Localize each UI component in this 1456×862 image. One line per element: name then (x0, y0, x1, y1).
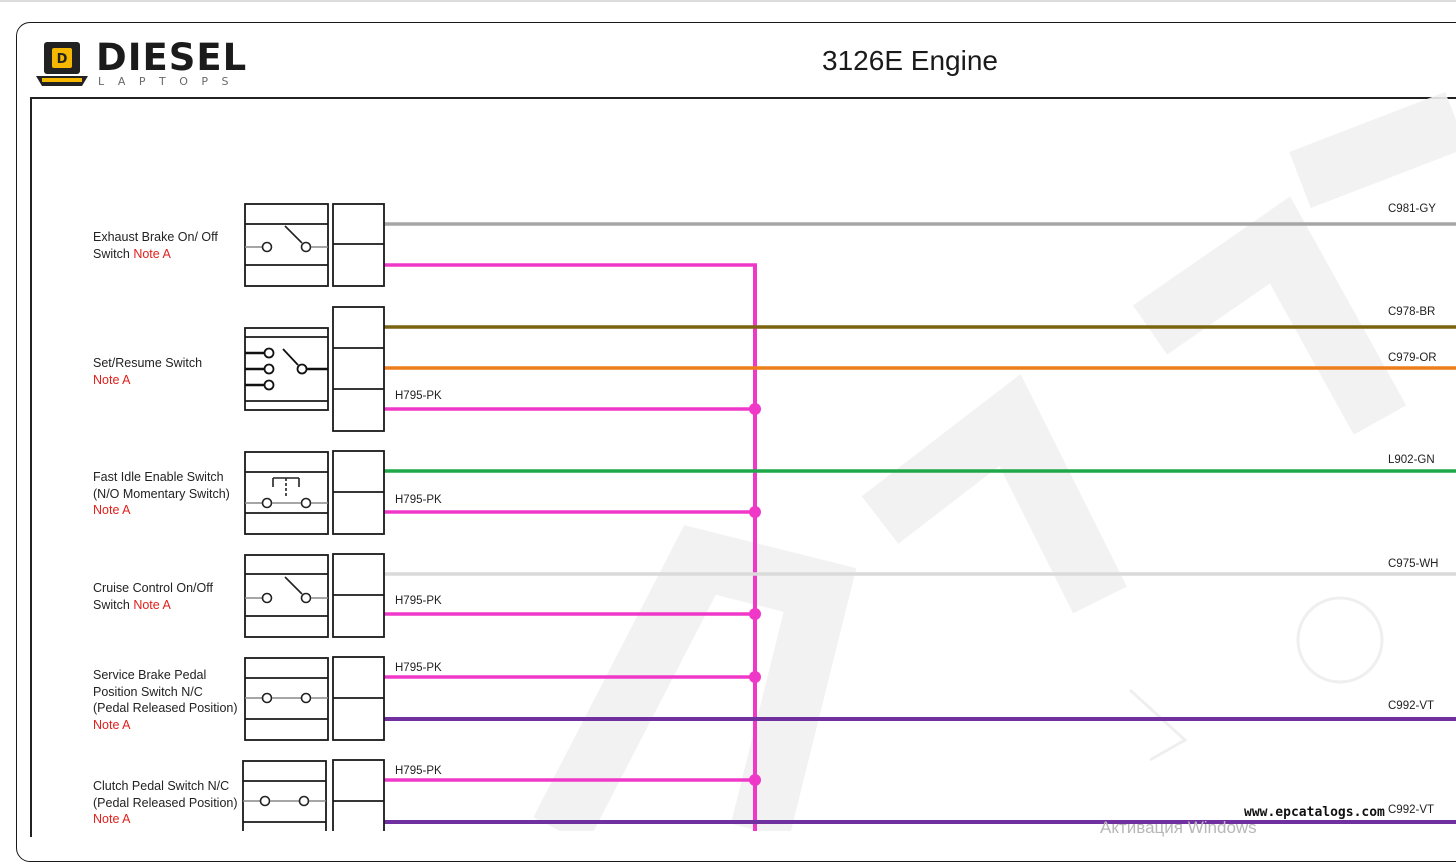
note-a-label: Note A (133, 597, 171, 612)
switch-name-line: Fast Idle Enable Switch (93, 470, 224, 484)
laptop-badge-icon: D (36, 42, 88, 86)
switch-service-brake (244, 656, 385, 741)
wire-label-c992-vt: C992-VT (1388, 700, 1435, 712)
wire-label-h795-pk: H795-PK (395, 494, 442, 506)
wire-label-c975-wh: C975-WH (1388, 558, 1439, 570)
closed-switch-icon (243, 795, 326, 807)
page-title: 3126E Engine (822, 45, 998, 76)
logo-badge-letter: D (57, 52, 68, 67)
wire-label-c979-or: C979-OR (1388, 352, 1437, 364)
three-position-switch-icon (245, 347, 328, 391)
switch-label-clutch-pedal: Clutch Pedal Switch N/C (Pedal Released … (93, 778, 238, 828)
diesel-laptops-logo: D DIESEL LAPTOPS (34, 38, 254, 90)
inner-frame-left (30, 97, 32, 837)
switch-name-line: Switch (93, 246, 130, 261)
logo-word: DIESEL (96, 36, 248, 79)
splice-dot (749, 608, 761, 620)
wire-label-h795-pk: H795-PK (395, 595, 442, 607)
closed-switch-icon (245, 692, 328, 704)
wiring-diagram (242, 203, 1456, 831)
switch-cruise-control (244, 553, 385, 638)
splice-dot (749, 774, 761, 786)
momentary-switch-icon (245, 477, 328, 509)
switch-name-line: Set/Resume Switch (93, 356, 203, 370)
switch-name-line: Exhaust Brake On/ Off (93, 230, 218, 244)
note-a-label: Note A (93, 717, 131, 732)
switch-name-line: Service Brake Pedal (93, 668, 207, 682)
toggle-switch-icon (245, 576, 328, 604)
note-a-label: Note A (93, 812, 131, 826)
switch-label-service-brake: Service Brake Pedal Position Switch N/C … (93, 667, 238, 733)
switch-clutch-pedal (242, 759, 385, 831)
switch-name-line: Clutch Pedal Switch N/C (93, 779, 230, 793)
toggle-switch-icon (245, 225, 328, 253)
wire-label-c981-gy: C981-GY (1388, 203, 1436, 215)
wire-label-h795-pk: H795-PK (395, 765, 442, 777)
switch-label-fast-idle: Fast Idle Enable Switch (N/O Momentary S… (93, 469, 230, 519)
switch-label-exhaust-brake: Exhaust Brake On/ Off Switch Note A (93, 229, 218, 262)
splice-dot (749, 403, 761, 415)
splice-dot (749, 506, 761, 518)
header-divider (30, 97, 1456, 99)
switch-name-line: (Pedal Released Position) (93, 795, 238, 810)
logo-subtitle: LAPTOPS (98, 75, 243, 88)
note-a-label: Note A (93, 503, 131, 517)
switch-fast-idle (244, 450, 385, 535)
switch-set-resume (244, 306, 385, 432)
note-a-label: Note A (133, 246, 171, 261)
note-a-label: Note A (93, 372, 131, 387)
switch-label-cruise-control: Cruise Control On/Off Switch Note A (93, 580, 213, 613)
wire-label-l902-gn: L902-GN (1388, 454, 1435, 466)
switch-name-line: Switch (93, 597, 130, 612)
switch-name-line: Position Switch N/C (93, 684, 203, 699)
wire-label-h795-pk: H795-PK (395, 390, 442, 402)
wire-label-c978-br: C978-BR (1388, 306, 1436, 318)
site-watermark: www.epcatalogs.com (1244, 805, 1385, 820)
switch-name-line: (Pedal Released Position) (93, 701, 238, 715)
wire-label-c992-vt-2: C992-VT (1388, 804, 1435, 816)
switch-exhaust-brake (244, 203, 385, 287)
switch-label-set-resume: Set/Resume Switch Note A (93, 355, 202, 388)
windows-activation-notice: Активация Windows (1100, 818, 1257, 837)
switch-name-line: Cruise Control On/Off (93, 581, 213, 595)
wire-label-h795-pk: H795-PK (395, 662, 442, 674)
splice-dot (749, 671, 761, 683)
switch-name-line: (N/O Momentary Switch) (93, 486, 230, 501)
top-border (0, 0, 1456, 2)
